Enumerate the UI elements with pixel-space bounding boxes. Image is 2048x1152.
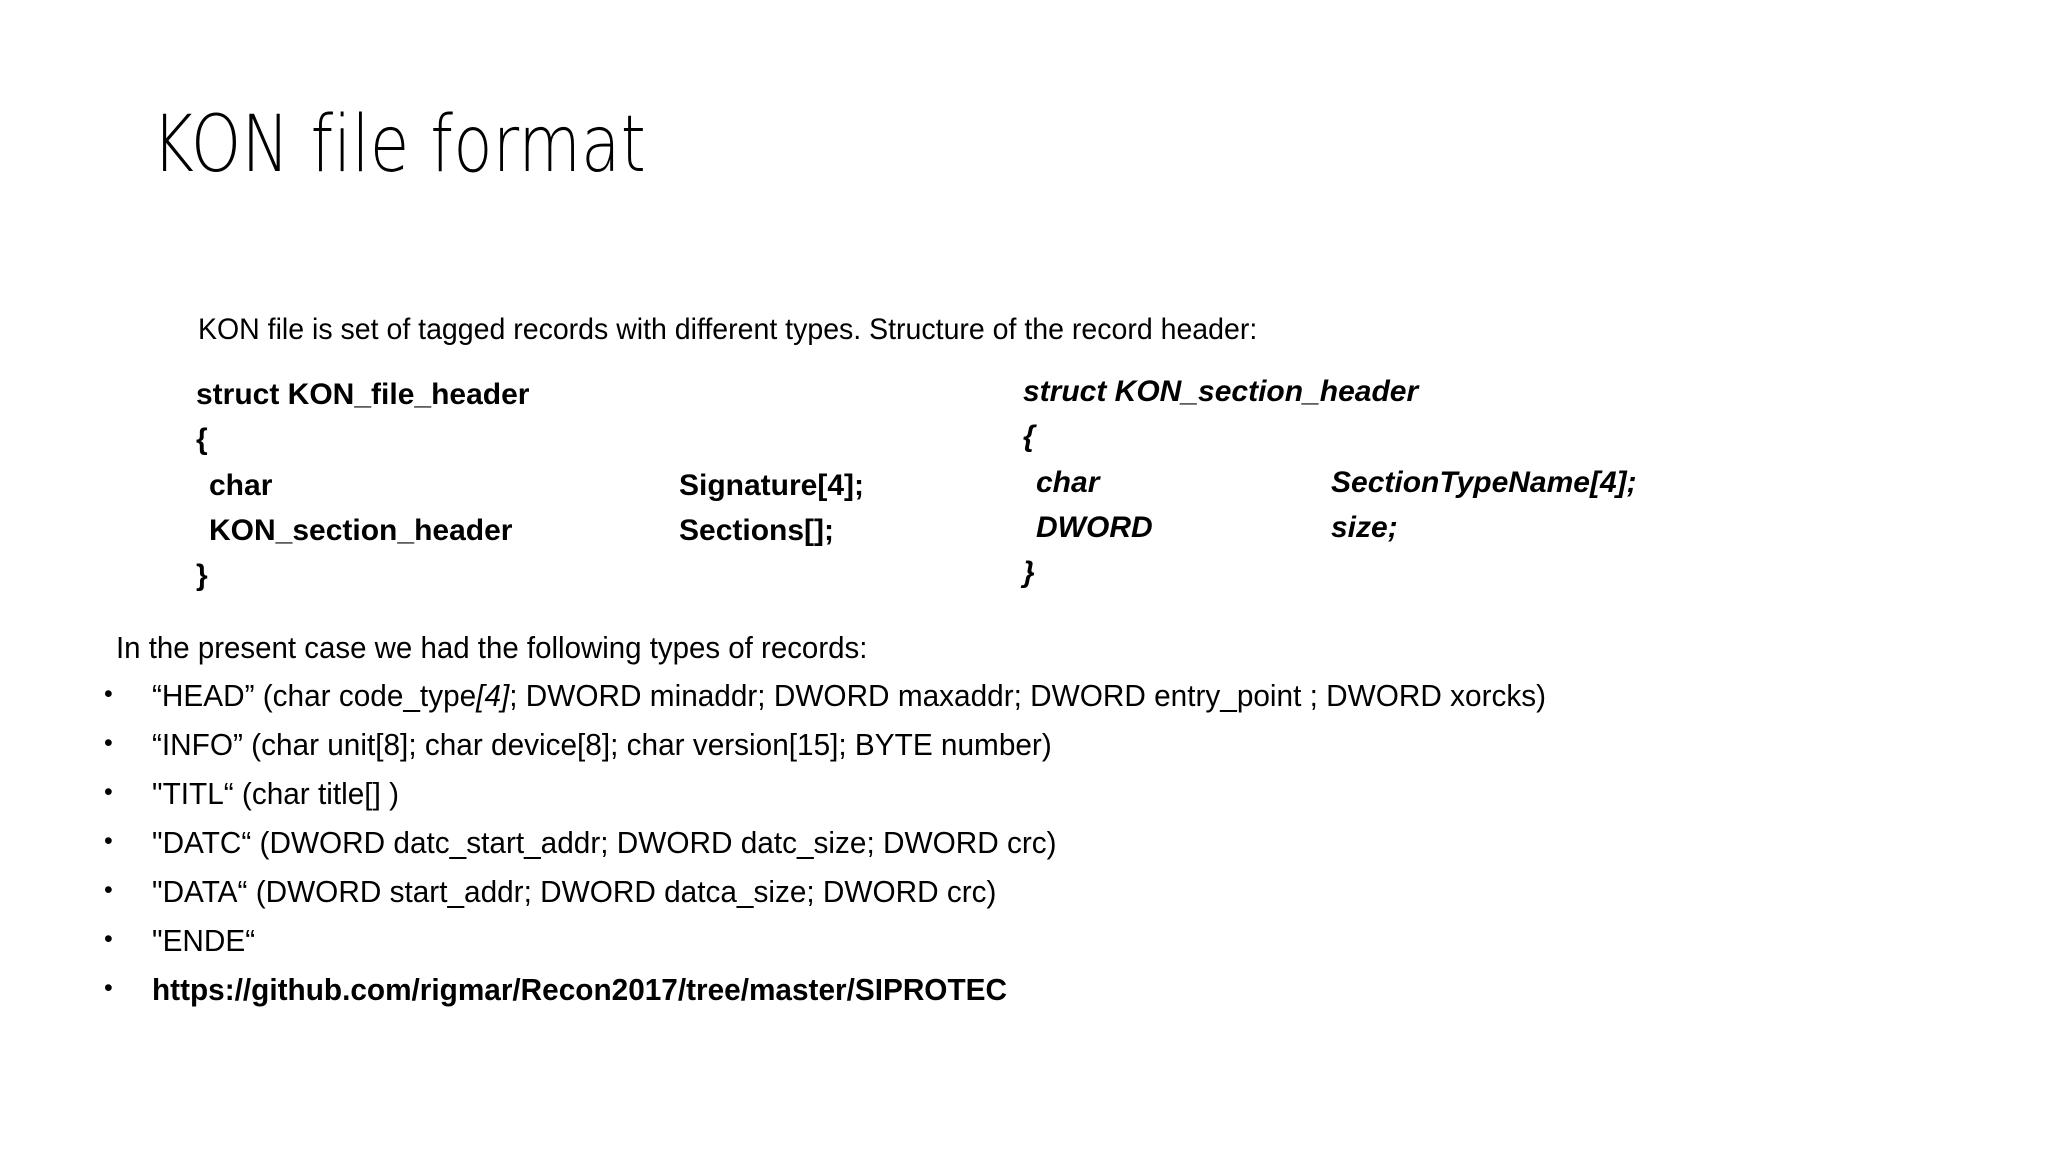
field-name: SectionTypeName[4];	[1331, 466, 1637, 499]
list-item: • "ENDE“	[100, 923, 2000, 972]
struct-field-row: KON_section_header Sections[];	[196, 514, 864, 559]
record-text-suffix: ; DWORD minaddr; DWORD maxaddr; DWORD en…	[509, 678, 1547, 713]
field-name: Sections[];	[679, 514, 835, 547]
bullet-icon: •	[104, 876, 113, 904]
field-name: Signature[4];	[679, 469, 865, 502]
struct-close-brace-line: }	[196, 559, 864, 605]
field-name: size;	[1331, 511, 1398, 544]
record-info-text: “INFO” (char unit[8]; char device[8]; ch…	[152, 727, 1052, 762]
struct-close-brace-line: }	[1023, 556, 1637, 602]
record-ende-text: "ENDE“	[152, 923, 256, 958]
struct-field-row: char Signature[4];	[196, 469, 864, 514]
intro-paragraph: KON file is set of tagged records with d…	[198, 313, 1258, 346]
github-repository-link[interactable]: https://github.com/rigmar/Recon2017/tree…	[152, 972, 1007, 1007]
bullet-icon: •	[104, 974, 113, 1002]
bullet-icon: •	[104, 680, 113, 708]
record-text-italic: [4]	[476, 678, 510, 713]
list-item: • "DATC“ (DWORD datc_start_addr; DWORD d…	[100, 825, 2000, 874]
close-brace: }	[1023, 556, 1035, 589]
record-datc-text: "DATC“ (DWORD datc_start_addr; DWORD dat…	[152, 825, 1057, 860]
field-type: char	[1036, 466, 1100, 499]
open-brace: {	[1023, 420, 1035, 453]
struct-header-text: struct KON_section_header	[1023, 375, 1419, 408]
bullet-icon: •	[104, 729, 113, 757]
bullet-icon: •	[104, 925, 113, 953]
bullet-icon: •	[104, 827, 113, 855]
field-type: DWORD	[1036, 511, 1153, 544]
struct-field-row: char SectionTypeName[4];	[1023, 466, 1637, 511]
struct-kon-file-header: struct KON_file_header { char Signature[…	[196, 378, 864, 605]
list-item: • https://github.com/rigmar/Recon2017/tr…	[100, 972, 2000, 1021]
struct-header-text: struct KON_file_header	[196, 378, 530, 411]
struct-open-brace-line: {	[196, 423, 864, 469]
record-head-text: “HEAD” (char code_type[4]; DWORD minaddr…	[152, 678, 1546, 711]
record-types-list: • “HEAD” (char code_type[4]; DWORD minad…	[100, 678, 2000, 1021]
close-brace: }	[196, 559, 208, 592]
bullet-icon: •	[104, 778, 113, 806]
open-brace: {	[196, 423, 208, 456]
record-text-prefix: “HEAD” (char code_type	[152, 678, 477, 713]
record-data-text: "DATA“ (DWORD start_addr; DWORD datca_si…	[152, 874, 997, 909]
struct-kon-section-header: struct KON_section_header { char Section…	[1023, 375, 1637, 602]
record-titl-text: "TITL“ (char title[] )	[152, 776, 400, 811]
page-title: KON file format	[152, 100, 647, 190]
field-type: char	[209, 469, 273, 502]
list-item: • “INFO” (char unit[8]; char device[8]; …	[100, 727, 2000, 776]
present-case-paragraph: In the present case we had the following…	[116, 630, 868, 665]
list-item: • "TITL“ (char title[] )	[100, 776, 2000, 825]
struct-header-line: struct KON_file_header	[196, 378, 864, 423]
struct-open-brace-line: {	[1023, 420, 1637, 466]
struct-header-line: struct KON_section_header	[1023, 375, 1637, 420]
list-item: • "DATA“ (DWORD start_addr; DWORD datca_…	[100, 874, 2000, 923]
struct-field-row: DWORD size;	[1023, 511, 1637, 556]
field-type: KON_section_header	[209, 514, 513, 547]
list-item: • “HEAD” (char code_type[4]; DWORD minad…	[100, 678, 2000, 727]
